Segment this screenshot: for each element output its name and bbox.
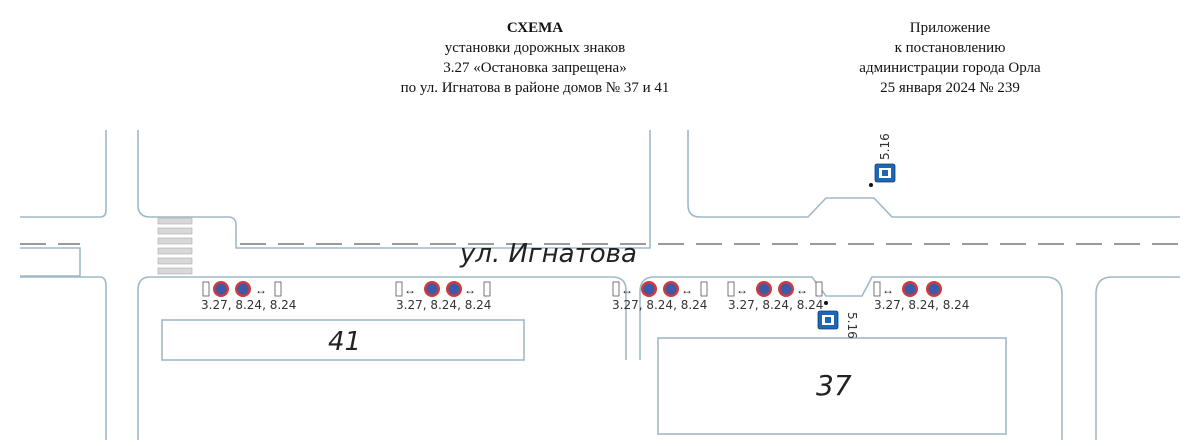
arrow-icon: ↔	[404, 283, 416, 297]
appendix-line-2: к постановлению	[894, 40, 1006, 56]
sign-group-4-label: 3.27, 8.24, 8.24	[728, 298, 823, 312]
arrow-plate-icon	[700, 281, 708, 297]
scheme-subtitle-3: по ул. Игнатова в районе домов № 37 и 41	[400, 80, 670, 96]
sign-group-5-label: 3.27, 8.24, 8.24	[874, 298, 969, 312]
arrow-plate-icon	[815, 281, 823, 297]
sign-group-5: ↔	[873, 281, 942, 297]
appendix-line-4: 25 января 2024 № 239	[880, 80, 1020, 96]
appendix-header: Приложение к постановлению администрации…	[800, 18, 1100, 98]
street-name-label: ул. Игнатова	[459, 239, 637, 269]
arrow-plate-icon	[873, 281, 881, 297]
bus-stop-top-label: 5.16	[878, 133, 892, 160]
scheme-title: СХЕМА	[506, 20, 564, 36]
scheme-subtitle-1: установки дорожных знаков	[444, 40, 626, 56]
bus-stop-bottom-label: 5.16	[845, 312, 859, 339]
arrow-plate-icon	[483, 281, 491, 297]
sign-group-1-label: 3.27, 8.24, 8.24	[201, 298, 296, 312]
block-top-left-edge	[20, 130, 107, 218]
sign-group-2: ↔ ↔	[395, 281, 491, 297]
arrow-plate-icon	[395, 281, 403, 297]
appendix-line-3: администрации города Орла	[859, 60, 1041, 76]
bottom-curb-right	[639, 276, 1063, 440]
arrow-plate-icon	[274, 281, 282, 297]
appendix-line-1: Приложение	[909, 20, 991, 36]
sign-group-3: ↔ ↔	[612, 281, 708, 297]
building-37	[657, 337, 1007, 435]
block-top-middle-edge	[137, 130, 651, 249]
arrow-icon: ↔	[796, 283, 808, 297]
arrow-icon: ↔	[882, 283, 894, 297]
bottom-curb-left	[20, 276, 107, 440]
bus-stop-sign-top: 5.16	[869, 133, 896, 187]
arrow-icon: ↔	[681, 283, 693, 297]
arrow-icon: ↔	[621, 283, 633, 297]
bottom-curb-far-right	[1095, 276, 1180, 440]
arrow-icon: ↔	[736, 283, 748, 297]
sign-group-4: ↔ ↔	[727, 281, 823, 297]
bus-stop-sign-bottom: 5.16	[817, 301, 859, 339]
scheme-header: СХЕМА установки дорожных знаков 3.27 «Ос…	[330, 18, 740, 98]
arrow-plate-icon	[727, 281, 735, 297]
block-top-right-edge	[687, 130, 1180, 218]
sign-group-3-label: 3.27, 8.24, 8.24	[612, 298, 707, 312]
crosswalk	[157, 217, 193, 275]
arrow-icon: ↔	[255, 283, 267, 297]
side-street-left	[20, 247, 81, 277]
bottom-curb-main	[137, 276, 627, 440]
arrow-plate-icon	[612, 281, 620, 297]
arrow-plate-icon	[202, 281, 210, 297]
scheme-subtitle-2: 3.27 «Остановка запрещена»	[443, 60, 627, 76]
building-41	[161, 319, 525, 361]
building-41-label: 41	[328, 327, 361, 357]
sign-group-1: ↔	[202, 281, 282, 297]
building-37-label: 37	[816, 369, 852, 402]
arrow-icon: ↔	[464, 283, 476, 297]
sign-group-2-label: 3.27, 8.24, 8.24	[396, 298, 491, 312]
